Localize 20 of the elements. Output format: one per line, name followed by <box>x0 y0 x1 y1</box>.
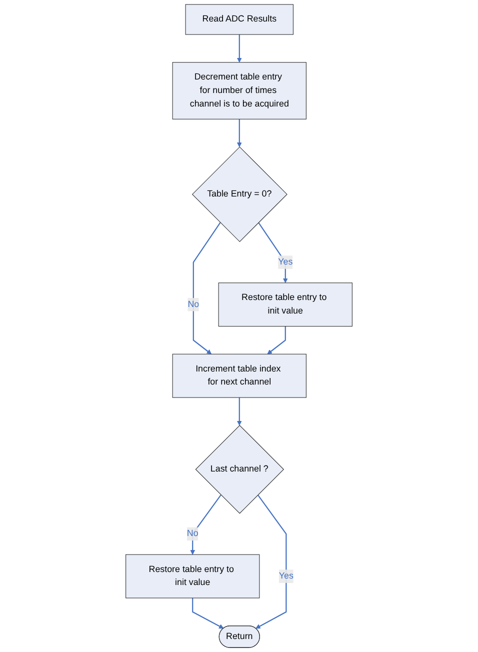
arrow <box>236 34 242 63</box>
edge-label: No <box>188 300 200 310</box>
arrow <box>192 598 224 629</box>
edge-label: No <box>186 528 198 538</box>
arrow <box>258 222 288 284</box>
arrow <box>267 326 286 354</box>
node-box <box>172 354 306 398</box>
node-box <box>126 554 260 598</box>
arrow <box>236 398 242 426</box>
node-diamond <box>192 146 288 242</box>
arrow <box>190 494 222 555</box>
node-box <box>218 282 352 327</box>
node-box <box>185 4 294 35</box>
node-box <box>172 62 306 120</box>
arrow <box>236 119 242 148</box>
arrow <box>256 494 287 629</box>
arrow <box>192 222 221 354</box>
edge-label: Yes <box>278 257 293 267</box>
node-diamond <box>195 424 284 514</box>
edge-label: Yes <box>278 571 294 581</box>
